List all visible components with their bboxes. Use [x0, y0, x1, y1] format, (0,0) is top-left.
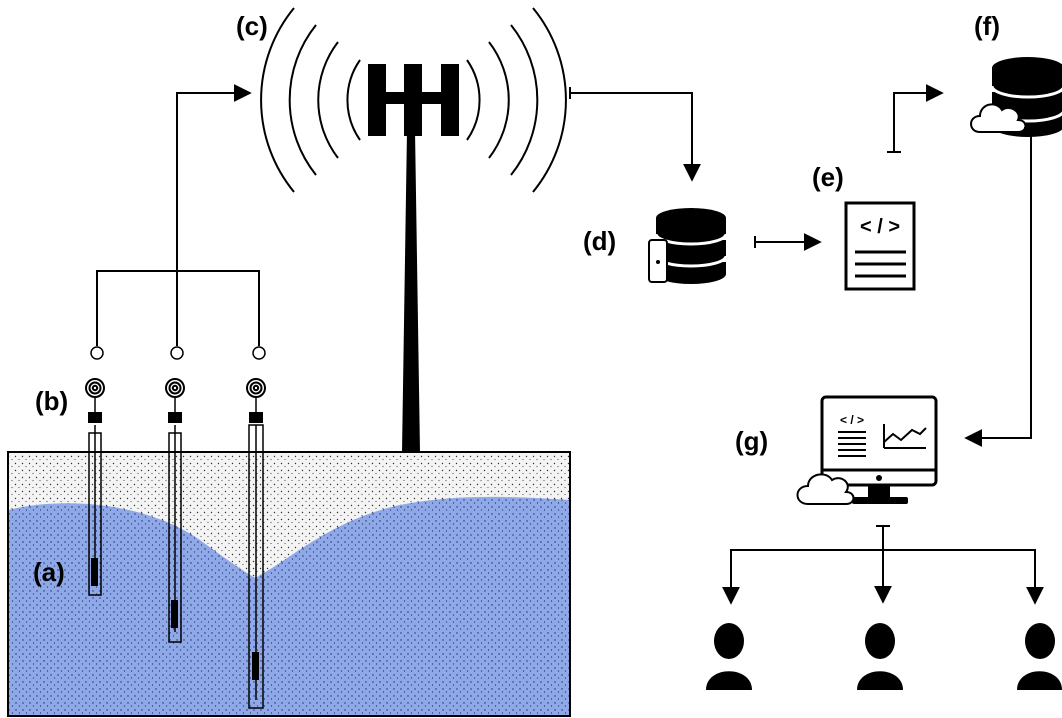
sensor-connectors — [90, 84, 266, 360]
chart-trend-icon — [883, 427, 927, 443]
connector-f-g — [964, 127, 1038, 447]
user-icon — [706, 623, 752, 690]
connector-c-d — [569, 87, 701, 182]
well-3 — [246, 378, 266, 709]
label-c: (c) — [236, 11, 268, 41]
well-2 — [165, 378, 185, 643]
antenna-icon — [246, 378, 266, 412]
code-glyph: < / > — [860, 216, 900, 238]
logger-head — [168, 412, 182, 423]
logger-head — [249, 412, 263, 423]
user-icon — [1017, 623, 1062, 690]
connector-e-f — [887, 84, 944, 153]
cell-tower-icon — [260, 7, 567, 452]
label-a: (a) — [33, 557, 65, 587]
antenna-icon — [85, 378, 105, 412]
cloud-icon — [970, 103, 1027, 133]
monitor-code-glyph: < / > — [840, 413, 864, 427]
label-g: (g) — [735, 426, 768, 456]
label-d: (d) — [583, 226, 616, 256]
antenna-icon — [165, 378, 185, 412]
label-b: (b) — [35, 386, 68, 416]
cloud-icon — [796, 473, 855, 505]
water-level-sensor — [252, 652, 259, 680]
well-1 — [85, 378, 105, 596]
label-f: (f) — [974, 11, 1000, 41]
water-level-sensor — [171, 600, 178, 628]
user-icon — [857, 623, 903, 690]
aquifer-block — [7, 451, 571, 717]
logger-head — [88, 412, 102, 423]
database-icon — [648, 208, 728, 284]
dashboard-monitor-icon: < / > — [796, 395, 938, 505]
label-e: (e) — [812, 162, 844, 192]
connector-d-e — [754, 233, 822, 251]
code-document-icon: < / > — [844, 201, 916, 291]
connector-g-users — [722, 525, 1044, 605]
water-level-sensor — [91, 558, 98, 586]
cloud-database-icon — [970, 57, 1062, 137]
